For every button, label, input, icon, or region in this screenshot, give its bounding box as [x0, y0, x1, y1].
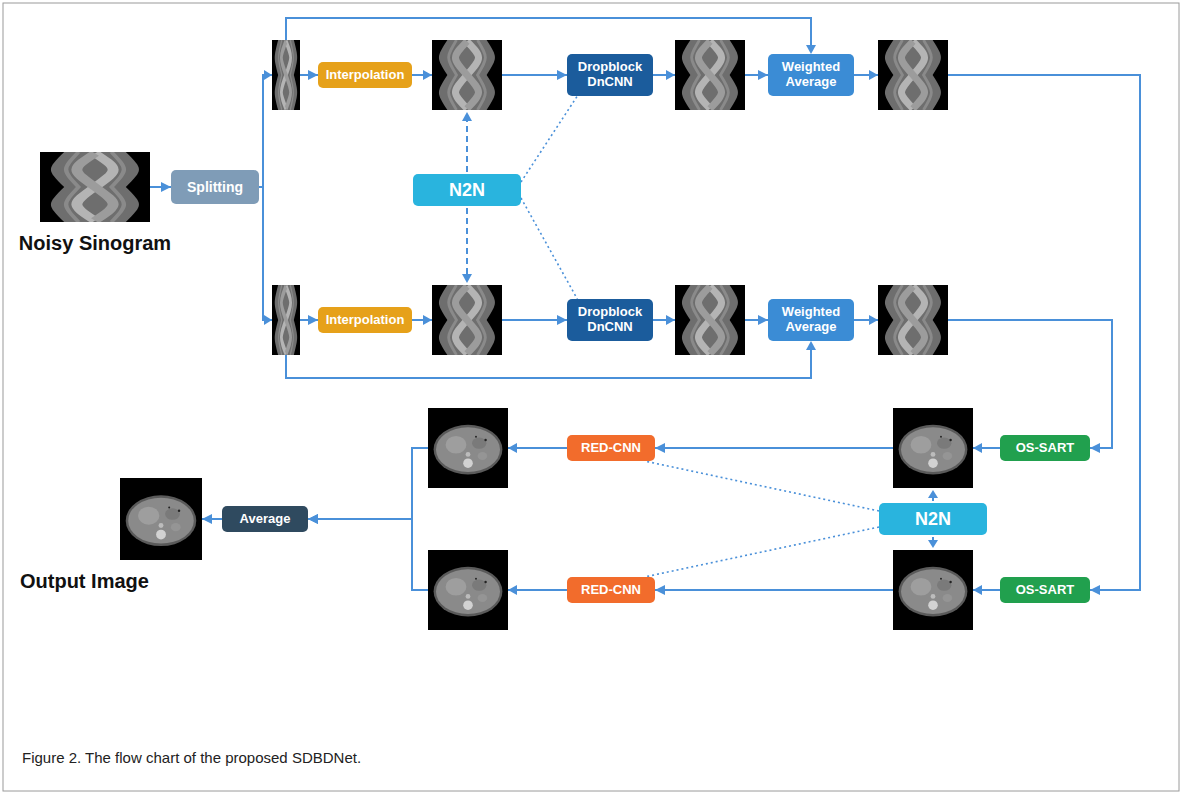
box-label: Dropblock DnCNN	[573, 305, 647, 335]
box-label: RED-CNN	[581, 441, 641, 456]
arrowhead	[423, 315, 432, 325]
arrowhead	[666, 70, 675, 80]
process-box: Weighted Average	[768, 299, 854, 341]
arrowhead	[928, 490, 938, 498]
process-box: Dropblock DnCNN	[567, 299, 653, 341]
process-box: Dropblock DnCNN	[567, 54, 653, 96]
arrowhead	[973, 585, 982, 595]
arrowhead	[806, 341, 816, 350]
flow-arrow	[202, 518, 222, 520]
image-node: Output Image	[120, 478, 202, 560]
process-box: RED-CNN	[567, 435, 655, 461]
box-label: Average	[240, 512, 291, 527]
process-box: Average	[222, 506, 308, 532]
image-node: Noisy Sinogram	[40, 152, 150, 222]
dotted-connector	[644, 461, 879, 511]
sinogram-image	[432, 285, 502, 355]
dashed-line	[466, 120, 468, 172]
process-box: Weighted Average	[768, 54, 854, 96]
box-label: Interpolation	[326, 68, 405, 83]
ct-image	[893, 550, 973, 630]
dotted-connector	[521, 198, 577, 299]
box-label: OS-SART	[1016, 441, 1075, 456]
process-box: OS-SART	[1000, 435, 1090, 461]
sinogram-image	[272, 285, 300, 355]
dotted-connector	[644, 527, 879, 577]
process-box: Interpolation	[318, 307, 412, 333]
sinogram-image	[878, 40, 948, 110]
figure-caption: Figure 2. The flow chart of the proposed…	[22, 749, 361, 766]
image-label: Output Image	[20, 570, 149, 593]
arrowhead	[928, 540, 938, 548]
flow-arrow	[854, 75, 1140, 590]
process-box: RED-CNN	[567, 577, 655, 603]
arrowhead	[264, 315, 272, 325]
box-label: N2N	[449, 180, 485, 201]
box-label: Weighted Average	[774, 60, 848, 90]
ct-image	[428, 408, 508, 488]
sinogram-image	[878, 285, 948, 355]
box-label: Interpolation	[326, 313, 405, 328]
box-label: OS-SART	[1016, 583, 1075, 598]
process-box: OS-SART	[1000, 577, 1090, 603]
box-label: N2N	[915, 509, 951, 530]
sinogram-image	[272, 40, 300, 110]
sinogram-image	[40, 152, 150, 222]
sinogram-image	[675, 40, 745, 110]
arrowhead	[508, 585, 517, 595]
process-box: Splitting	[171, 170, 259, 204]
dashed-line	[466, 208, 468, 275]
box-label: Weighted Average	[774, 305, 848, 335]
arrowhead	[462, 274, 472, 283]
box-label: Dropblock DnCNN	[573, 60, 647, 90]
arrowhead	[806, 45, 816, 54]
flow-arrow	[150, 186, 171, 188]
ct-image	[120, 478, 202, 560]
arrowhead	[666, 315, 675, 325]
sinogram-image	[675, 285, 745, 355]
process-box: Interpolation	[318, 62, 412, 88]
image-label: Noisy Sinogram	[19, 232, 171, 255]
arrowhead	[973, 443, 982, 453]
arrowhead	[462, 112, 472, 121]
box-label: RED-CNN	[581, 583, 641, 598]
figure-frame	[3, 3, 1179, 791]
process-box: N2N	[413, 174, 521, 206]
box-label: Splitting	[187, 179, 243, 195]
arrowhead	[423, 70, 432, 80]
ct-image	[428, 550, 508, 630]
arrowhead	[869, 315, 878, 325]
arrowhead	[508, 443, 517, 453]
arrowhead	[264, 70, 272, 80]
dotted-connector	[521, 96, 577, 182]
arrowhead	[869, 70, 878, 80]
sinogram-image	[432, 40, 502, 110]
process-box: N2N	[879, 503, 987, 535]
ct-image	[893, 408, 973, 488]
